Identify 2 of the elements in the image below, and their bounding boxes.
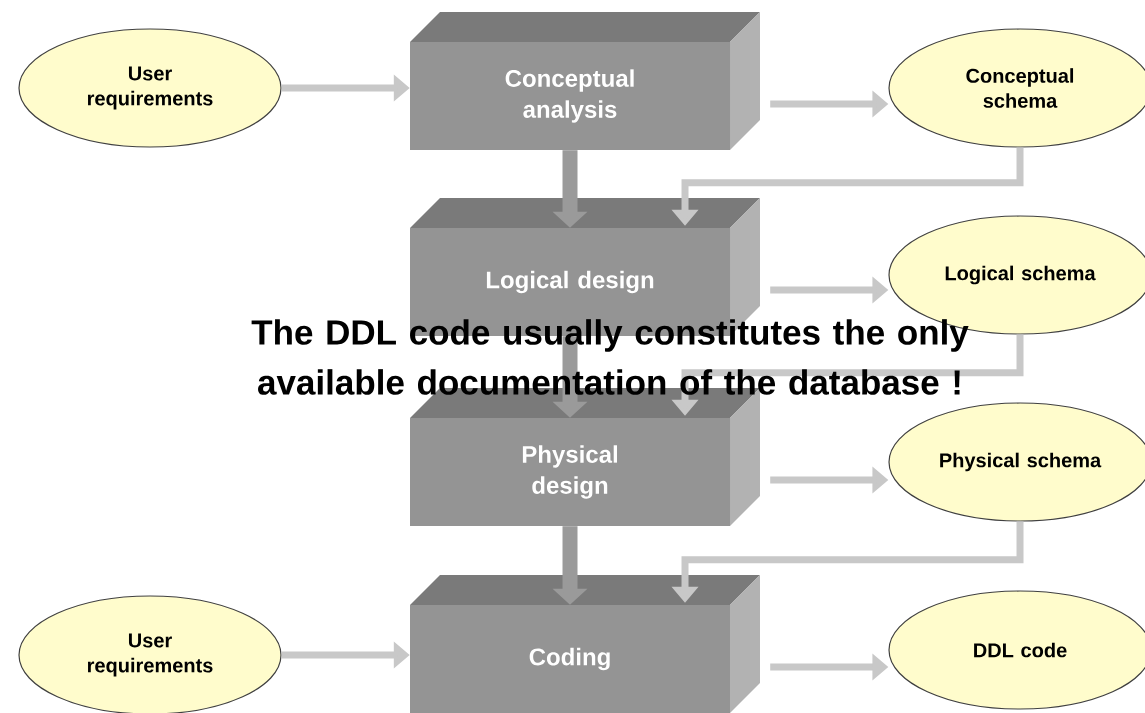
process-block: Coding — [410, 575, 760, 713]
process-block: Conceptual analysis — [410, 12, 760, 150]
